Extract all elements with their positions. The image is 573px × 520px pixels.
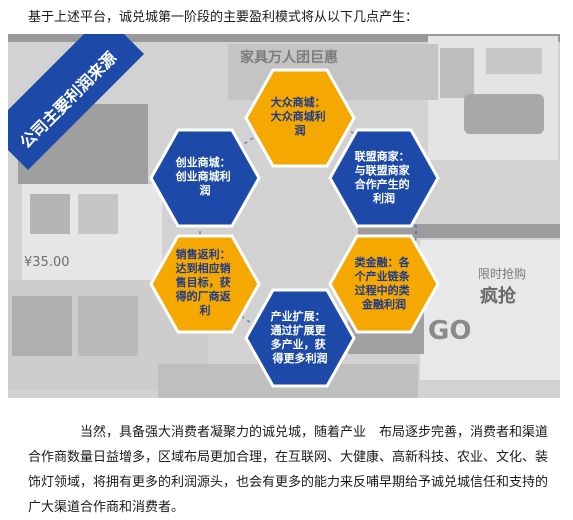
revenue-diagram: 家具万人团巨惠 ¥35.00 限时抢购 疯抢 GO 公司主要利润来源 大众商城：… [8, 34, 560, 398]
hexagon-startup-mall: 创业商城： 创业商城利 润 [149, 128, 261, 228]
hexagon-sales-rebate: 销售返利： 达到相应销 售目标，获 得的厂商返 利 [149, 234, 261, 334]
hexagon-label: 大众商城： 大众商城利 润 [271, 95, 330, 137]
hexagon-shape [149, 234, 261, 334]
background-text-price: ¥35.00 [24, 255, 70, 270]
hexagon-shape [244, 68, 356, 168]
revenue-sources-figure: 家具万人团巨惠 ¥35.00 限时抢购 疯抢 GO 公司主要利润来源 大众商城：… [8, 34, 560, 398]
background-flash-sale-panel [420, 240, 560, 380]
background-text-rush: 疯抢 [480, 285, 517, 307]
body-paragraph: 当然，具备强大消费者凝聚力的诚兑城，随着产业 布局逐步完善，消费者和渠道合作商数… [28, 425, 549, 515]
background-text-go: GO [428, 316, 471, 346]
hexagon-quasi-finance: 类金融：各 个产业链条 过程中的类 金融利润 [328, 234, 440, 334]
hexagon-label: 产业扩展： 通过扩展更 多产业，获 得更多利润 [271, 309, 330, 365]
hexagon-label: 创业商城： 创业商城利 润 [175, 155, 235, 197]
intro-text: 基于上述平台，诚兑城第一阶段的主要盈利模式将从以下几点产生： [28, 10, 419, 25]
hexagon-shape [244, 288, 356, 388]
background-sofa [464, 94, 544, 134]
background-text-promo: 家具万人团巨惠 [240, 49, 338, 66]
hexagon-label: 销售返利： 达到相应销 售目标，获 得的厂商返 利 [175, 247, 235, 317]
hexagon-shape [328, 234, 440, 334]
hexagon-industry-expansion: 产业扩展： 通过扩展更 多产业，获 得更多利润 [244, 288, 356, 388]
hexagon-alliance-merchants: 联盟商家： 与联盟商家 合作产生的 利润 [328, 128, 440, 228]
banner-ribbon [8, 34, 144, 170]
background-text-flash-sale: 限时抢购 [478, 266, 526, 281]
hexagon-shape [149, 128, 261, 228]
hexagon-label: 类金融：各 个产业链条 过程中的类 金融利润 [354, 255, 414, 311]
hexagon-label: 联盟商家： 与联盟商家 合作产生的 利润 [355, 149, 414, 205]
hexagon-mass-mall: 大众商城： 大众商城利 润 [244, 68, 356, 168]
hexagon-shape [328, 128, 440, 228]
